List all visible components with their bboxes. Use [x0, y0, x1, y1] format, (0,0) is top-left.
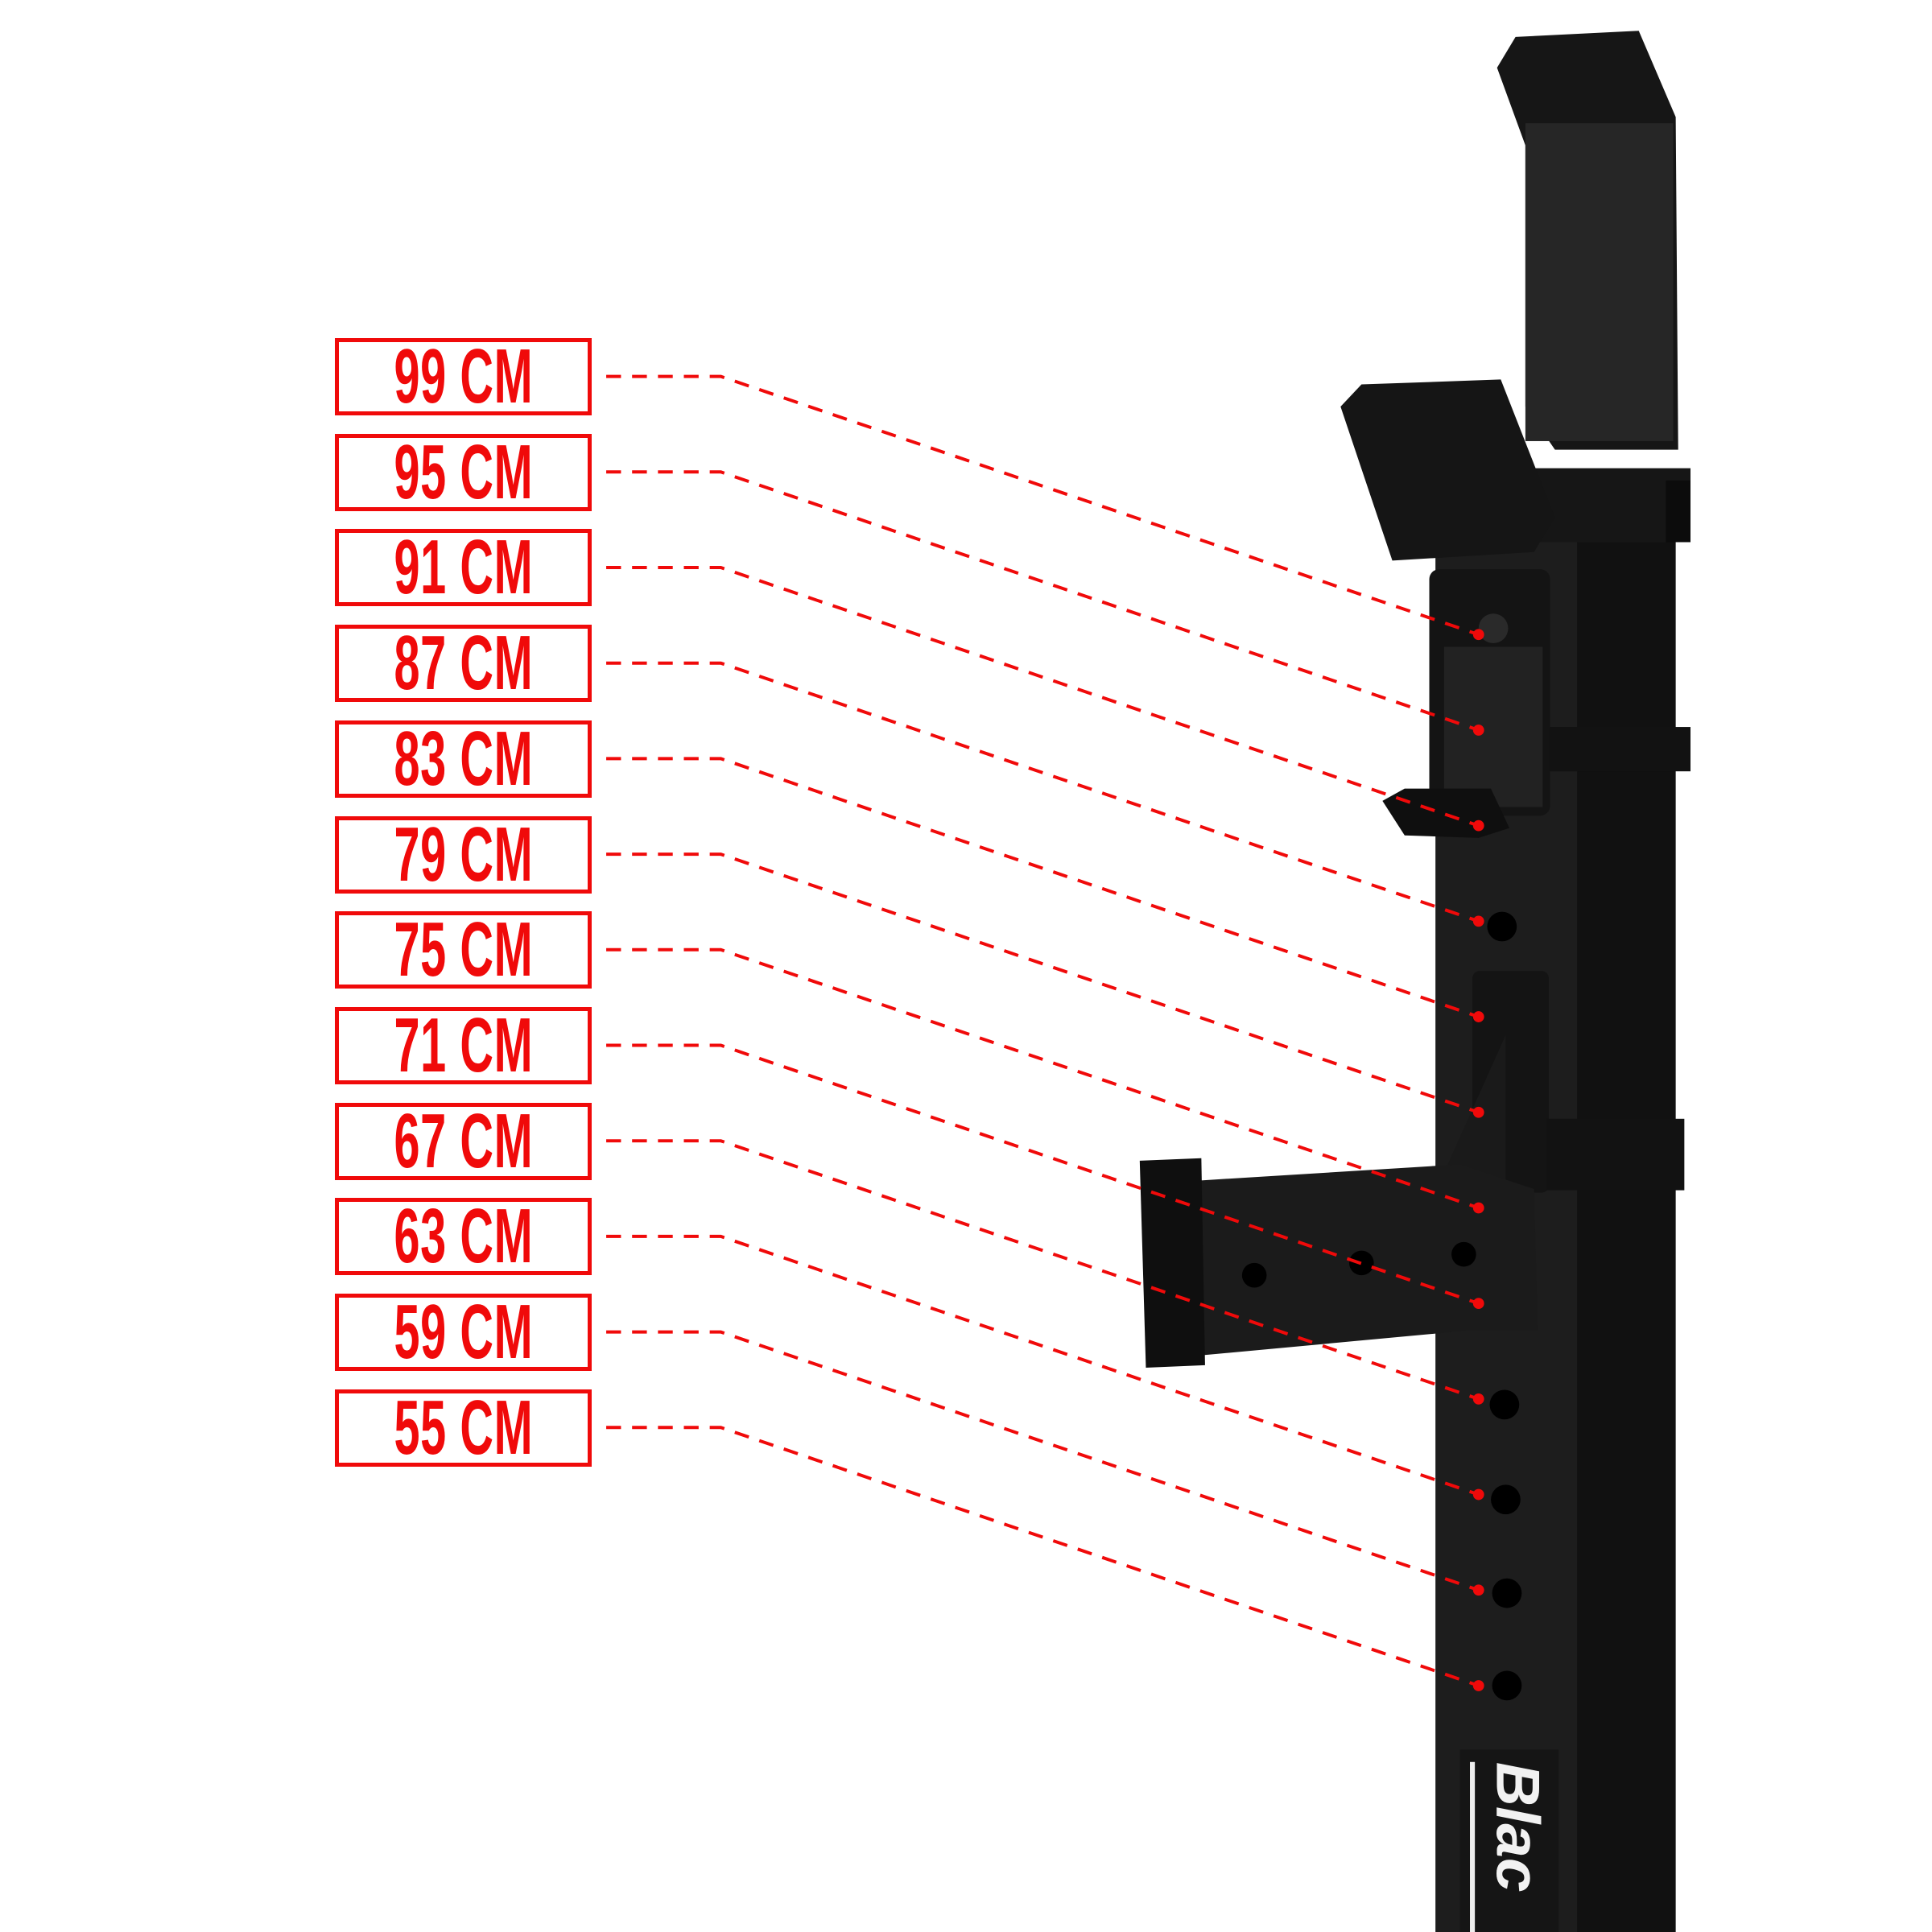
svg-text:Blac: Blac	[1484, 1762, 1552, 1893]
hole-marker-dot	[1472, 1011, 1484, 1022]
leader-line	[606, 1330, 1480, 1592]
leader-line	[606, 1234, 1480, 1496]
height-label-text: 95 CM	[394, 428, 533, 515]
height-label-text: 67 CM	[394, 1097, 533, 1184]
leader-lines	[606, 374, 1484, 1691]
brand-logo: Blac	[1459, 1749, 1559, 1932]
height-label-text: 55 CM	[394, 1384, 533, 1471]
height-label-text: 91 CM	[394, 524, 533, 611]
leader-line	[606, 1139, 1480, 1401]
spotter-arm	[1139, 971, 1685, 1368]
hole-marker-dot	[1472, 724, 1484, 736]
height-label-box: 59 CM	[335, 1294, 592, 1371]
hole-marker-dot	[1472, 1202, 1484, 1214]
height-label-text: 83 CM	[394, 715, 533, 802]
leader-line	[606, 661, 1480, 923]
height-label-box: 75 CM	[335, 911, 592, 989]
height-label-text: 63 CM	[394, 1193, 533, 1280]
hole-marker-dot	[1472, 1680, 1484, 1691]
hole-marker-dot	[1472, 1488, 1484, 1501]
upright-holes	[1487, 911, 1522, 1701]
height-label-box: 67 CM	[335, 1097, 592, 1184]
j-hook-top	[1340, 31, 1678, 561]
leader-line	[606, 757, 1480, 1018]
height-label-box: 99 CM	[335, 338, 592, 415]
hole-marker-dot	[1472, 1584, 1484, 1596]
height-label-text: 59 CM	[394, 1289, 533, 1375]
height-label-box: 71 CM	[335, 1001, 592, 1088]
height-label-text: 79 CM	[394, 811, 533, 898]
hole-marker-dot	[1472, 915, 1484, 927]
hole-marker-dot	[1472, 1298, 1484, 1310]
height-label-text: 75 CM	[394, 906, 533, 993]
height-label-box: 91 CM	[335, 524, 592, 611]
leader-line	[606, 852, 1480, 1114]
hole-marker-dot	[1472, 819, 1484, 832]
height-label-text: 71 CM	[394, 1001, 533, 1088]
leader-line	[606, 470, 1480, 732]
height-label-box: 87 CM	[335, 620, 592, 707]
height-label-box: 63 CM	[335, 1193, 592, 1280]
height-label-box: 95 CM	[335, 428, 592, 515]
height-label-text: 99 CM	[394, 333, 533, 419]
leader-line	[606, 566, 1480, 828]
leader-line	[606, 1426, 1480, 1687]
height-label-box: 83 CM	[335, 720, 592, 798]
height-label-box: 55 CM	[335, 1389, 592, 1467]
height-label-text: 87 CM	[394, 620, 533, 707]
leader-line	[606, 947, 1480, 1210]
leader-line	[606, 374, 1480, 637]
height-label-box: 79 CM	[335, 811, 592, 898]
hole-marker-dot	[1472, 1393, 1484, 1405]
hole-marker-dot	[1472, 1106, 1484, 1118]
hole-marker-dot	[1472, 629, 1484, 641]
leader-line	[606, 1043, 1480, 1306]
